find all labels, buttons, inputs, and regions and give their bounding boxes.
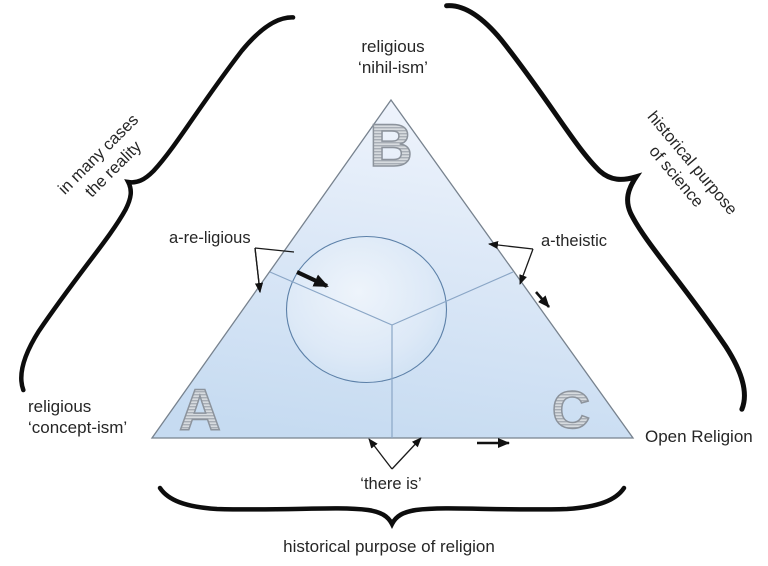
bottom-brace-label: historical purpose of religion: [283, 537, 495, 556]
triangle-division-lines: [269, 271, 514, 438]
vertex-letter-b: B: [369, 112, 412, 179]
right-edge-arrow: [535, 291, 550, 308]
top-label-line1: religious: [361, 37, 425, 56]
there-is-label: ‘there is’: [360, 475, 422, 493]
bottom-brace: [157, 485, 627, 530]
a-theistic-callout-arrow-2: [519, 248, 534, 285]
vertex-letter-c: C: [552, 381, 590, 440]
open-religion-label: Open Religion: [645, 427, 753, 446]
inner-sphere: [285, 235, 448, 384]
left-label-religious-conceptism: religious ‘concept-ism’: [28, 396, 127, 439]
a-religious-callout-arrow-2: [254, 247, 263, 293]
top-label-line2: ‘nihil-ism’: [358, 58, 428, 78]
vertex-letter-a: A: [179, 378, 221, 443]
there-is-callout-arrow-1: [368, 438, 393, 470]
a-religious-label: a-re-ligious: [169, 229, 251, 247]
a-theistic-label: a-theistic: [541, 232, 608, 250]
left-brace: [19, 15, 296, 393]
top-label-religious-nihilism: religious ‘nihil-ism’: [358, 36, 428, 79]
sphere-thick-arrow: [296, 270, 329, 288]
there-is-callout-arrow-2: [391, 437, 422, 470]
left-label-line1: religious: [28, 397, 92, 416]
a-theistic-callout-arrow-1: [488, 241, 534, 250]
right-brace: [444, 3, 747, 412]
left-label-line2: ‘concept-ism’: [28, 418, 128, 438]
